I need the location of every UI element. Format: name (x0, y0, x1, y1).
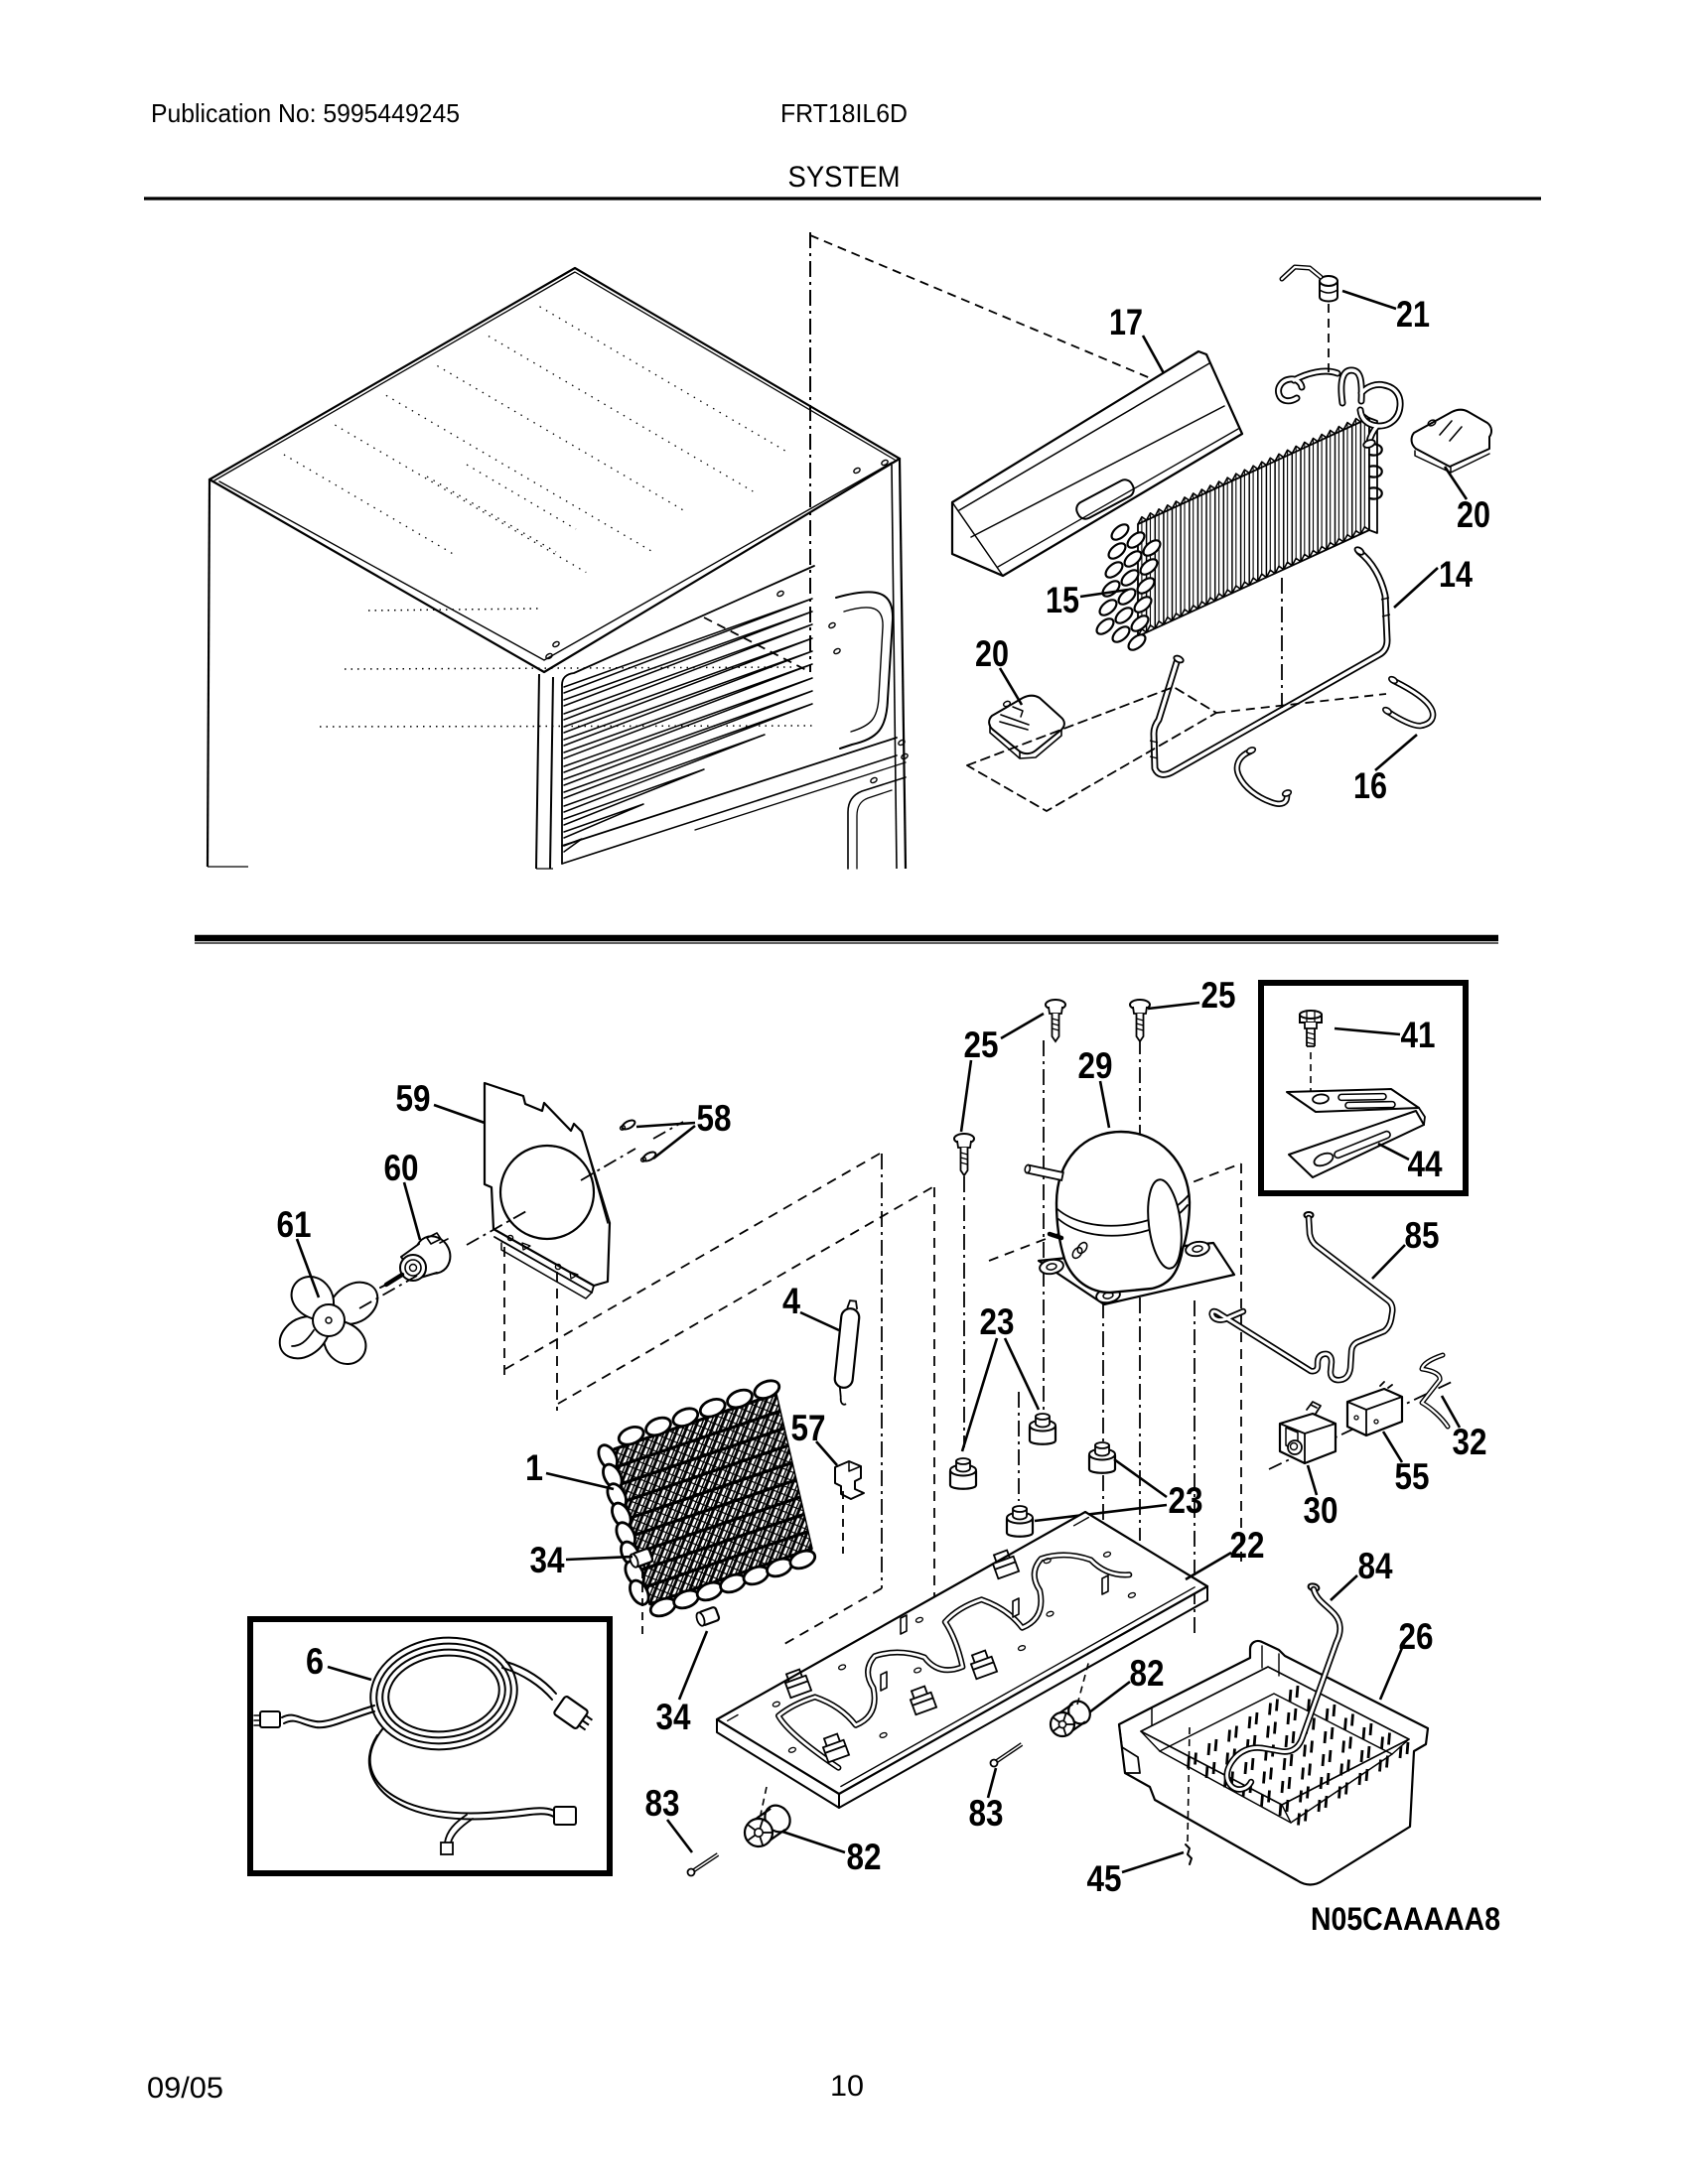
svg-text:21: 21 (1396, 294, 1430, 335)
svg-text:16: 16 (1353, 765, 1387, 806)
svg-text:32: 32 (1453, 1422, 1487, 1462)
svg-text:45: 45 (1087, 1858, 1122, 1899)
svg-text:34: 34 (530, 1540, 565, 1580)
svg-text:6: 6 (306, 1641, 324, 1682)
svg-text:60: 60 (384, 1148, 419, 1188)
svg-text:44: 44 (1408, 1144, 1443, 1184)
svg-text:59: 59 (396, 1078, 431, 1119)
svg-text:30: 30 (1304, 1490, 1338, 1531)
svg-text:55: 55 (1395, 1456, 1430, 1497)
svg-text:25: 25 (964, 1024, 999, 1065)
svg-text:20: 20 (975, 633, 1009, 674)
svg-text:Publication No: 5995449245: Publication No: 5995449245 (151, 98, 460, 128)
svg-text:29: 29 (1078, 1045, 1113, 1086)
svg-text:22: 22 (1230, 1525, 1265, 1566)
svg-text:82: 82 (847, 1837, 882, 1877)
svg-text:83: 83 (969, 1793, 1004, 1834)
svg-text:17: 17 (1109, 302, 1143, 342)
svg-text:82: 82 (1130, 1653, 1165, 1694)
svg-text:14: 14 (1439, 554, 1473, 595)
svg-text:61: 61 (277, 1204, 312, 1245)
svg-text:83: 83 (645, 1783, 680, 1824)
svg-text:58: 58 (697, 1098, 732, 1139)
svg-text:20: 20 (1457, 494, 1490, 535)
svg-text:SYSTEM: SYSTEM (788, 161, 901, 194)
svg-text:1: 1 (525, 1447, 543, 1488)
svg-text:41: 41 (1401, 1015, 1436, 1055)
svg-text:N05CAAAAA8: N05CAAAAA8 (1311, 1901, 1500, 1937)
svg-text:85: 85 (1405, 1215, 1440, 1256)
svg-text:23: 23 (980, 1301, 1015, 1342)
svg-text:57: 57 (791, 1408, 826, 1448)
svg-text:25: 25 (1201, 975, 1236, 1016)
svg-text:84: 84 (1358, 1546, 1393, 1586)
svg-text:26: 26 (1399, 1616, 1434, 1657)
svg-text:4: 4 (782, 1281, 800, 1321)
svg-text:10: 10 (830, 2070, 864, 2103)
svg-text:23: 23 (1169, 1480, 1203, 1521)
svg-text:15: 15 (1046, 580, 1079, 620)
svg-text:FRT18IL6D: FRT18IL6D (780, 98, 908, 128)
svg-text:09/05: 09/05 (147, 2072, 223, 2105)
svg-text:34: 34 (656, 1697, 691, 1737)
